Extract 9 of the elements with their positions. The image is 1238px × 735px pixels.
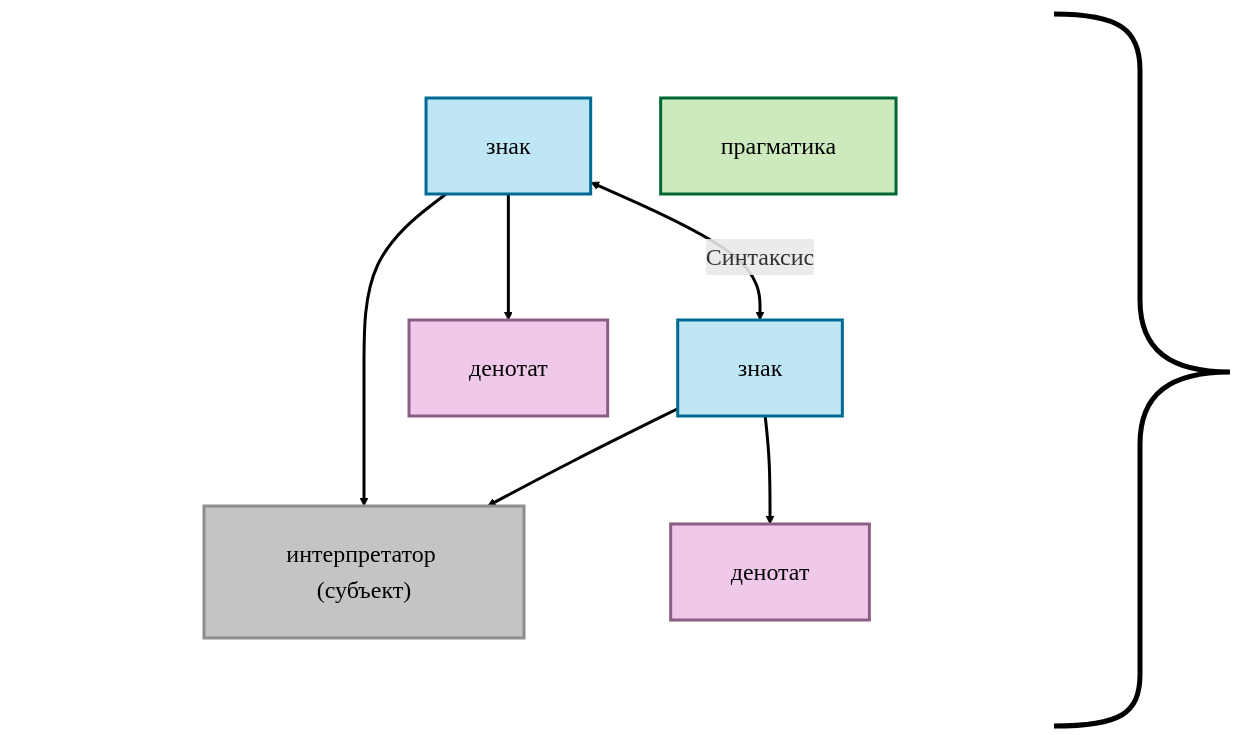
node-box: знак <box>424 96 593 195</box>
edge-label: Синтаксис <box>705 243 815 270</box>
node-box: прагматика <box>659 96 898 195</box>
node-box: денотат <box>407 318 610 417</box>
arrow <box>503 193 513 320</box>
arrow <box>763 415 775 524</box>
node-box: знак <box>676 318 844 417</box>
node-box: денотат <box>669 522 871 621</box>
node-box: интерпретатор (субъект) <box>202 504 526 639</box>
